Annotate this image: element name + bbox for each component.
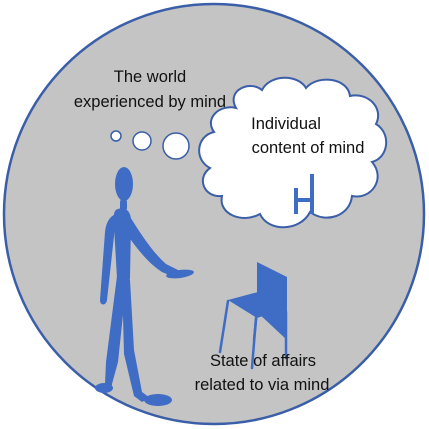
thought-cloud — [198, 76, 387, 229]
person-figure-icon — [95, 167, 194, 406]
chair-leg-front-left — [218, 299, 230, 354]
person-arm-front — [122, 214, 182, 278]
world-label-line1: The world — [114, 68, 186, 86]
chair-icon — [218, 262, 288, 370]
affairs-label-line1: State of affairs — [210, 352, 316, 370]
person-leg-front — [122, 278, 150, 402]
mental-chair-icon — [294, 174, 314, 214]
thought-cloud-shape — [198, 76, 387, 229]
person-hand — [166, 269, 194, 279]
thought-trail — [110, 130, 190, 160]
person-head — [115, 167, 133, 201]
person-leg-back — [105, 276, 126, 389]
person-foot-front — [144, 394, 172, 406]
thought-dot-small — [110, 130, 122, 142]
content-label-line1: Individual — [251, 115, 321, 133]
affairs-label-line2: related to via mind — [195, 376, 330, 394]
chair-leg-back-left — [252, 298, 260, 342]
world-label-line2: experienced by mind — [74, 93, 226, 111]
thought-dot-medium — [132, 131, 152, 151]
person-neck — [120, 199, 127, 211]
thought-dot-large — [162, 132, 190, 160]
person-arm-back — [100, 214, 116, 305]
person-foot-back — [95, 383, 113, 393]
content-label-line2: content of mind — [252, 139, 365, 157]
